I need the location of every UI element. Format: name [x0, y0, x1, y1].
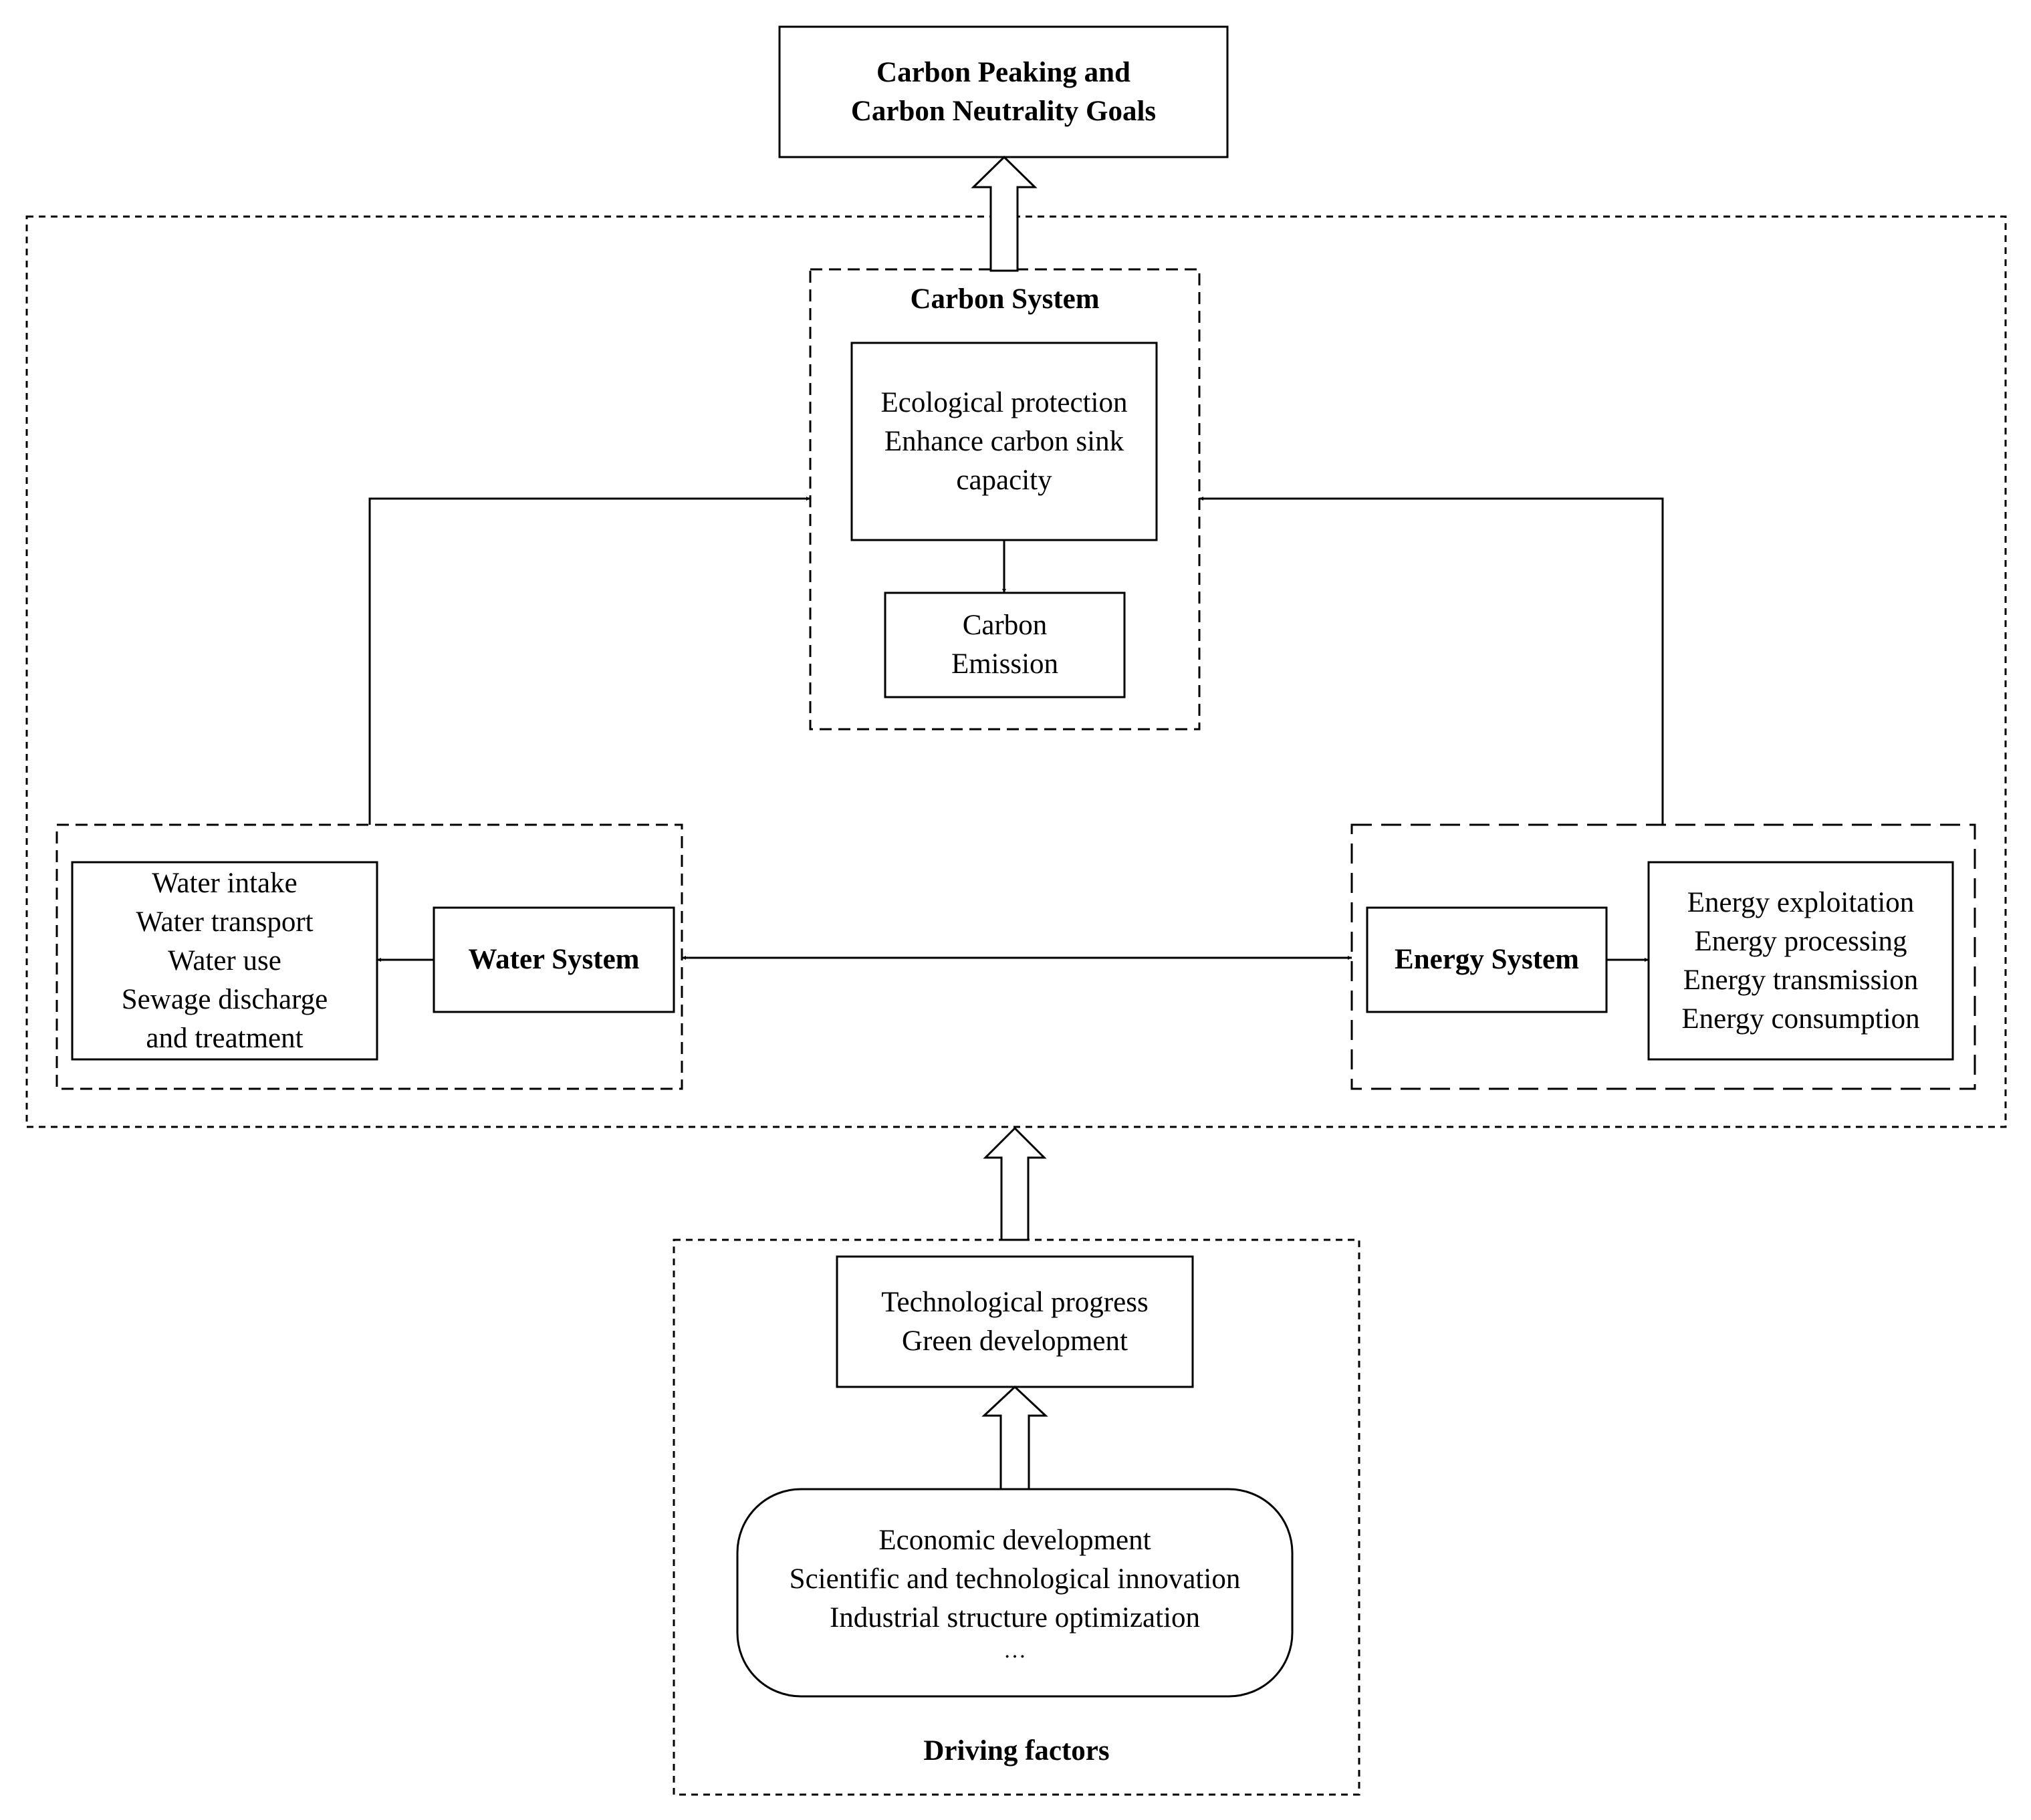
water-system-title-text: Water System — [468, 944, 640, 975]
carbon-system-title: Carbon System — [810, 279, 1199, 319]
carbon-emission-line-1: Carbon — [962, 610, 1048, 641]
water-item-4: Sewage discharge — [121, 983, 328, 1015]
carbon-sink-line-2: Enhance carbon sink — [884, 425, 1124, 457]
energy-item-4: Energy consumption — [1681, 1003, 1920, 1035]
water-items-label: Water intake Water transport Water use S… — [72, 862, 377, 1059]
carbon-emission-label: Carbon Emission — [885, 593, 1124, 697]
energy-system-title-text: Energy System — [1395, 944, 1579, 975]
energy-items-label: Energy exploitation Energy processing En… — [1649, 862, 1953, 1059]
driving-base-label: Economic development Scientific and tech… — [737, 1489, 1292, 1696]
water-item-5: and treatment — [146, 1022, 304, 1054]
energy-item-3: Energy transmission — [1683, 964, 1919, 996]
driving-to-system-block-arrow — [983, 1126, 1047, 1241]
carbon-sink-line-1: Ecological protection — [880, 386, 1128, 418]
carbon-sink-label: Ecological protection Enhance carbon sin… — [852, 343, 1157, 540]
water-item-1: Water intake — [152, 867, 297, 899]
water-system-label: Water System — [434, 908, 674, 1012]
water-item-2: Water transport — [136, 906, 314, 938]
energy-item-1: Energy exploitation — [1687, 886, 1915, 918]
carbon-system-title-text: Carbon System — [910, 283, 1100, 315]
water-item-3: Water use — [168, 944, 281, 977]
water-to-carbon-arrow — [368, 497, 810, 825]
driving-base-line-2: Scientific and technological innovation — [789, 1563, 1241, 1595]
energy-to-carbon-arrow — [1199, 497, 1664, 825]
driving-mid-line-2: Green development — [902, 1325, 1128, 1357]
energy-system-label: Energy System — [1367, 908, 1606, 1012]
carbon-to-goal-block-arrow — [971, 155, 1038, 272]
carbon-sink-line-3: capacity — [956, 464, 1052, 496]
goal-label: Carbon Peaking and Carbon Neutrality Goa… — [780, 27, 1227, 157]
driving-factors-title-text: Driving factors — [923, 1735, 1110, 1767]
base-to-mid-block-arrow — [981, 1385, 1048, 1490]
driving-base-line-3: Industrial structure optimization — [829, 1602, 1201, 1634]
goal-line-1: Carbon Peaking and — [876, 56, 1130, 88]
carbon-emission-line-2: Emission — [951, 648, 1059, 680]
goal-line-2: Carbon Neutrality Goals — [850, 95, 1157, 127]
driving-base-ellipsis: … — [1003, 1638, 1026, 1663]
energy-item-2: Energy processing — [1694, 925, 1907, 957]
driving-base-line-1: Economic development — [878, 1525, 1151, 1556]
driving-factors-title: Driving factors — [674, 1731, 1359, 1771]
driving-mid-label: Technological progress Green development — [837, 1257, 1193, 1387]
driving-mid-line-1: Technological progress — [881, 1286, 1149, 1318]
